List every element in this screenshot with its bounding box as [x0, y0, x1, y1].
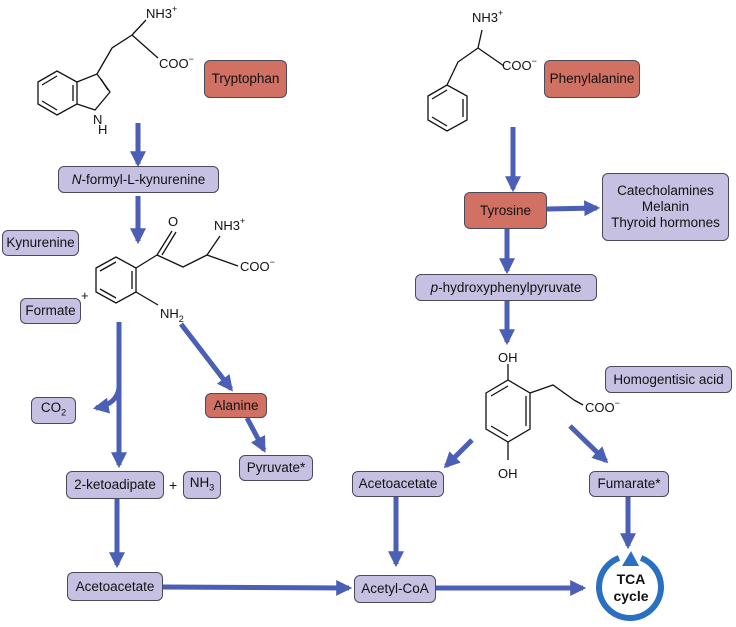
- tyrosine-label: Tyrosine: [479, 202, 532, 218]
- catecholamines-box: Catecholamines Melanin Thyroid hormones: [602, 173, 729, 241]
- tryptophan-carboxylate-label: COO−: [159, 54, 194, 71]
- tryptophan-nh-label: N: [93, 112, 102, 127]
- fumarate-label: Fumarate*: [597, 476, 661, 491]
- kynurenine-aryl-amine-label: NH2: [160, 306, 184, 324]
- arrow-homogentisate-to-acetoacetate: [443, 438, 474, 469]
- kynurenine-carboxylate-label: COO−: [240, 257, 275, 274]
- homogentisate-structure: [485, 364, 584, 460]
- acetoacetate-left-label: Acetoacetate: [75, 578, 155, 594]
- formate-label: Formate: [25, 303, 76, 318]
- co2-box: CO2: [31, 397, 76, 424]
- arrow-acetoacetate-to-acetylcoa-horizontal: [162, 579, 353, 596]
- fumarate-box: Fumarate*: [589, 471, 669, 497]
- tca-label-line1: TCA: [617, 571, 646, 587]
- tryptophan-structure: [37, 19, 159, 116]
- tca-ring-arrowhead: [622, 551, 639, 566]
- tca-cycle: TCA cycle: [596, 551, 664, 621]
- hydroxyphenylpyruvate-box: p-hydroxyphenylpyruvate: [415, 274, 597, 301]
- acetyl-coa-label: Acetyl-CoA: [361, 581, 429, 596]
- acetoacetate-right-box: Acetoacetate: [352, 471, 444, 497]
- pyruvate-label: Pyruvate*: [246, 460, 306, 475]
- homogentisate-oh-bottom-label: OH: [498, 466, 518, 481]
- phenylalanine-label: Phenylalanine: [549, 71, 635, 86]
- n-formyl-kynurenine-box: N-formyl-L-kynurenine: [58, 166, 219, 193]
- formate-box: Formate: [20, 298, 81, 324]
- tryptophan-box: Tryptophan: [204, 60, 287, 98]
- phenylalanine-structure: [427, 29, 505, 132]
- kynurenine-amine-label: NH3+: [214, 216, 245, 233]
- tryptophan-h-label: H: [98, 122, 107, 137]
- acetoacetate-left-box: Acetoacetate: [67, 572, 163, 601]
- phenylalanine-amine-label: NH3+: [472, 8, 503, 25]
- catecholamines-label: Catecholamines: [617, 183, 714, 198]
- acetyl-coa-box: Acetyl-CoA: [354, 575, 436, 603]
- nh3-box: NH3: [183, 471, 221, 499]
- tca-label-line2: cycle: [613, 588, 648, 604]
- phenylalanine-box: Phenylalanine: [544, 60, 640, 98]
- acetoacetate-right-label: Acetoacetate: [358, 476, 438, 491]
- alanine-label: Alanine: [213, 397, 259, 413]
- arrow-alanine-to-pyruvate: [244, 416, 267, 453]
- tca-ring: [596, 555, 664, 621]
- homogentisic-acid-box: Homogentisic acid: [605, 366, 732, 393]
- nh3-label: NH3: [189, 474, 215, 493]
- kynurenine-label: Kynurenine: [6, 235, 75, 250]
- tyrosine-box: Tyrosine: [464, 192, 547, 229]
- kynurenine-structure: [95, 230, 239, 306]
- homogentisate-carboxylate-label: COO−: [585, 398, 620, 415]
- arrow-homogentisate-to-fumarate: [568, 424, 609, 464]
- tryptophan-amine-label: NH3+: [146, 4, 177, 21]
- arrow-kynurenine-to-alanine: [179, 322, 233, 392]
- ketoadipate-label: 2-ketoadipate: [74, 477, 156, 492]
- phenylalanine-carboxylate-label: COO−: [502, 56, 537, 73]
- alanine-box: Alanine: [205, 393, 267, 418]
- arrow-kynurenine-to-co2: [92, 322, 122, 414]
- n-formyl-kynurenine-label: N-formyl-L-kynurenine: [71, 171, 206, 187]
- homogentisate-oh-top-label: OH: [498, 350, 518, 365]
- kynurenine-plus-sign: +: [81, 288, 89, 303]
- melanin-label: Melanin: [641, 199, 690, 214]
- hydroxyphenylpyruvate-label: p-hydroxyphenylpyruvate: [430, 279, 582, 295]
- tryptophan-label: Tryptophan: [211, 71, 280, 86]
- thyroid-hormones-label: Thyroid hormones: [611, 215, 720, 230]
- kynurenine-ketone-o-label: O: [168, 214, 178, 229]
- kynurenine-box: Kynurenine: [2, 230, 79, 256]
- plus-sign: +: [169, 477, 178, 493]
- homogentisic-acid-label: Homogentisic acid: [613, 371, 724, 387]
- pyruvate-box: Pyruvate*: [239, 455, 313, 481]
- co2-label: CO2: [40, 400, 67, 418]
- ketoadipate-box: 2-ketoadipate: [66, 471, 164, 499]
- arrow-tyrosine-to-catecholamines: [546, 200, 601, 217]
